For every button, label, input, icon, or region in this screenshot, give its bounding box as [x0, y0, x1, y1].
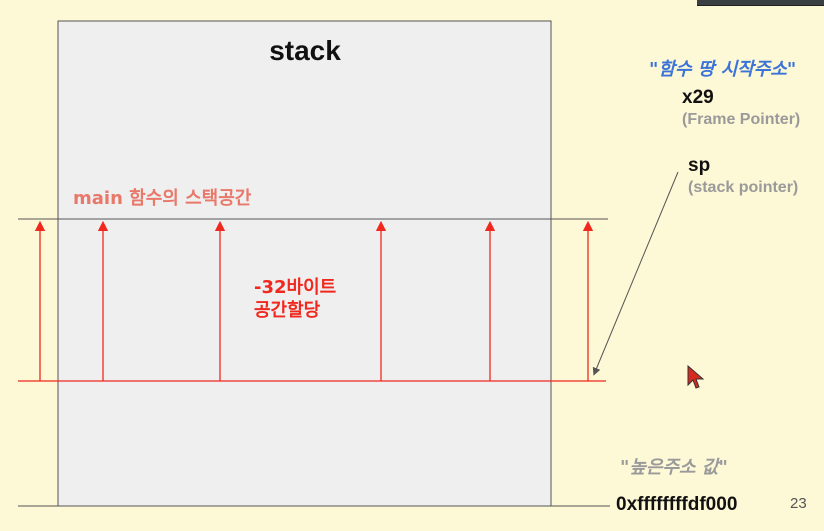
alloc-label-line1: -32바이트: [254, 277, 336, 298]
alloc-label-line2: 공간할당: [254, 299, 321, 321]
stack-label: stack: [269, 35, 341, 66]
x29-desc: (Frame Pointer): [682, 111, 800, 128]
mouse-pointer-icon: [687, 365, 705, 389]
webcam-thumbnail: [697, 0, 824, 6]
func-start-label: "함수 땅 시작주소": [649, 59, 796, 80]
sp-pointer-arrow: [592, 171, 679, 376]
main-stack-space-label: main 함수의 스택공간: [73, 187, 252, 209]
page-number: 23: [790, 495, 807, 512]
x29-label: x29: [682, 87, 714, 108]
sp-label: sp: [688, 155, 710, 176]
stack-block: [57, 20, 552, 507]
high-address-label: "높은주소 값": [620, 457, 728, 478]
sp-desc: (stack pointer): [688, 179, 798, 196]
address-value: 0xffffffffdf000: [616, 494, 737, 515]
